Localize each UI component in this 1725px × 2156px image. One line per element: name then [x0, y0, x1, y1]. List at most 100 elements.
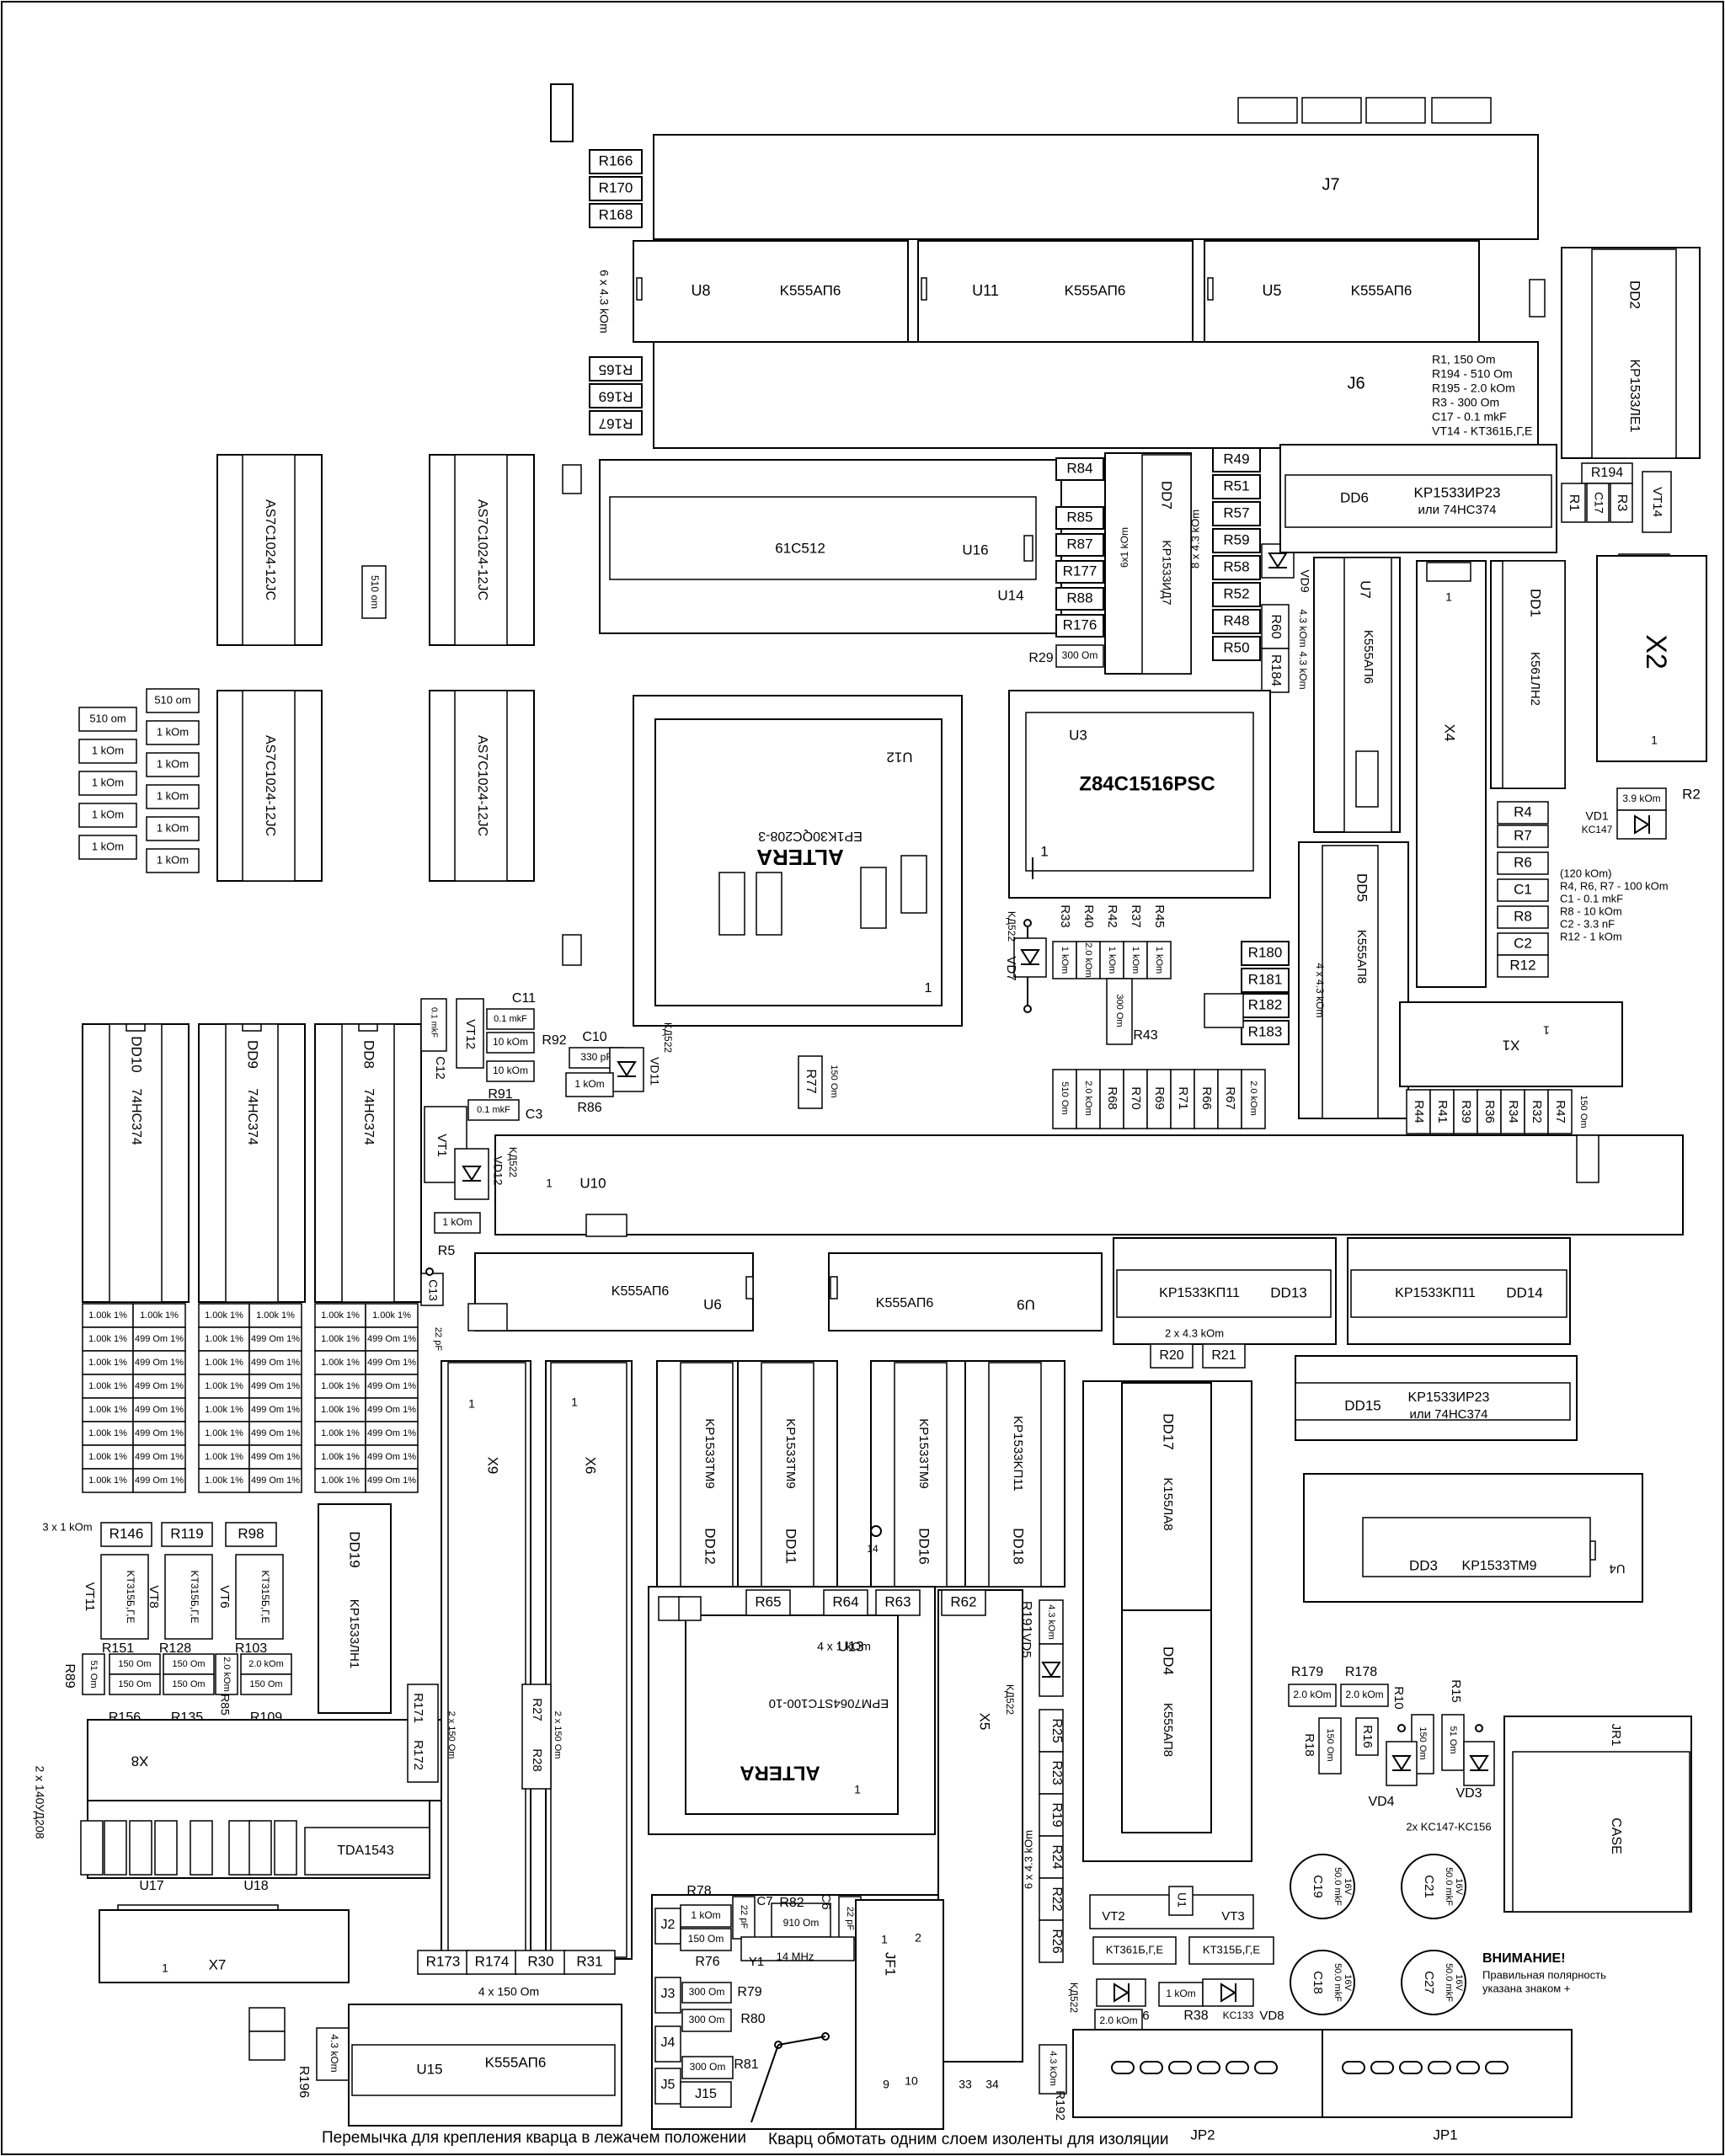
res-net-value: 499 Om 1%: [135, 1428, 184, 1438]
resistor-value: 150 Om: [1578, 1095, 1589, 1128]
ic-ref: U7: [1358, 580, 1374, 599]
resistor-r62: [941, 1589, 986, 1616]
ic-part: 61C512: [775, 540, 825, 556]
res-net-value: 499 Om 1%: [367, 1452, 416, 1462]
resistor-label: R22: [1049, 1886, 1064, 1911]
ic-part: Z84C1516PSC: [1079, 772, 1215, 795]
res-net: [365, 1326, 419, 1352]
resistor-R183: [1241, 1020, 1290, 1045]
resistor-label: R146: [109, 1525, 144, 1541]
resistor-R166: [589, 149, 643, 174]
resistor-label: R98: [238, 1525, 264, 1541]
brand-label: ALTERA: [740, 1762, 820, 1785]
res-net-value: 1.00k 1%: [256, 1310, 295, 1321]
res-net-value: 1.00k 1%: [88, 1428, 127, 1438]
res-net: [248, 1350, 302, 1375]
resistor-label: R78: [686, 1884, 711, 1898]
resistor-r29: [1055, 644, 1104, 668]
diode-ref: VD7: [1004, 956, 1018, 980]
component-r8: [1497, 905, 1549, 929]
note-2x43: 2 x 4.3 kOm: [1165, 1326, 1224, 1339]
resistor-label: R45: [1152, 905, 1167, 928]
resistor-R34: [1500, 1089, 1525, 1134]
note-6x43: 6 x 4.3 kOm: [597, 270, 611, 333]
diode-ref: VD5: [1019, 1633, 1033, 1657]
jumper-0: [654, 1908, 681, 1945]
quartz-note: Кварц обмотать одним слоем изоленты для …: [768, 2131, 1169, 2148]
opamp-pin-5: [228, 1820, 252, 1876]
resistor-value: 4.3 kOm: [1048, 2051, 1058, 2086]
transistor-part: KT315Б,Г,E: [125, 1571, 136, 1624]
cap-value: 0.1 mkF: [477, 1105, 510, 1115]
note: 6x1 kOm: [1119, 527, 1130, 568]
connector-x8: [87, 1719, 442, 1801]
diode-vd1: [1616, 809, 1667, 840]
diode-symbol: [1114, 1983, 1130, 2003]
ic-part: K555AП6: [485, 2054, 547, 2070]
ic-dd3-body: [1362, 1517, 1591, 1577]
res-net-value: 499 Om 1%: [367, 1476, 416, 1486]
resistor-r18: [1318, 1717, 1342, 1774]
jumper-2: [654, 2025, 681, 2063]
header-pad-1: [1301, 97, 1362, 124]
res-net: [365, 1444, 419, 1470]
resistor-label: R66: [1199, 1086, 1214, 1110]
resistor-label: R70: [1129, 1086, 1143, 1110]
ic-ref: DD19: [347, 1531, 363, 1567]
transistor-part: KT315Б,Г,E: [259, 1571, 271, 1624]
opamp-pin-2: [129, 1820, 152, 1876]
resistor-value: 10 kOm: [493, 1036, 528, 1048]
j6-note: R194 - 510 Om: [1432, 367, 1513, 381]
ic-dd8-body: [341, 1023, 395, 1303]
pin-label: 33: [959, 2078, 972, 2091]
resistor-r98: [225, 1522, 277, 1547]
resistor-R169: [589, 383, 643, 408]
resistor-label: R52: [1223, 585, 1249, 601]
resistor-label: R194: [1591, 466, 1623, 480]
resistor-value: 10 kOm: [493, 1065, 528, 1076]
resistor-label: R77: [804, 1069, 818, 1093]
resistor-label: R3: [1615, 494, 1629, 512]
resistor-label: R128: [159, 1641, 191, 1656]
header-pad-3: [1431, 97, 1492, 124]
transistor-vt2: [1092, 1936, 1177, 1965]
jr1-body: [1512, 1751, 1690, 1913]
ic-dd11-body: [761, 1362, 814, 1588]
resistor: [146, 752, 200, 777]
res-net: [248, 1303, 302, 1328]
component-label: C1: [1514, 881, 1532, 897]
res-net: [248, 1444, 302, 1470]
pin-label: 1: [468, 1397, 475, 1411]
cap-c17: [1586, 483, 1610, 523]
note-2x140: 2 x 140УД208: [33, 1765, 46, 1838]
resistor-value: 910 Om: [783, 1917, 820, 1929]
resistor-value: 150 Om: [1418, 1726, 1428, 1759]
res-net-value: 499 Om 1%: [367, 1334, 416, 1344]
test-point: [1475, 1724, 1483, 1732]
resistor-label: R40: [1081, 905, 1096, 928]
ic-ref: U18: [243, 1879, 268, 1893]
resistor-r81: [681, 2056, 734, 2079]
ic-ref: U11: [972, 282, 999, 299]
resistor-label: R18: [1302, 1733, 1316, 1757]
resistor-label: R85: [218, 1694, 232, 1716]
resistor-label: R47: [1553, 1100, 1567, 1123]
ic-part: AS7C1024-12JC: [263, 499, 277, 600]
opamp-pin-1: [104, 1820, 127, 1876]
resistor-label: R168: [599, 206, 633, 222]
resistors-r171-r172: [407, 1684, 439, 1783]
resistor-R75: [1052, 1069, 1077, 1129]
resistor-r16: [1355, 1717, 1379, 1756]
diode-ref: VD12: [491, 1155, 505, 1185]
opamp-pin-4: [190, 1820, 213, 1876]
x6-inner: [550, 1362, 628, 1958]
ic-part: K555AП6: [780, 282, 841, 298]
transistor-part: KT315Б,Г,E: [189, 1571, 200, 1624]
ic-ref: U13: [837, 1638, 863, 1654]
ic-sram-body: [454, 690, 508, 882]
resistor-label: R166: [599, 152, 633, 168]
ic-notch: [830, 1276, 838, 1299]
ic-part: KP1533KП11: [1159, 1286, 1240, 1300]
resistor-value: 1 kOm: [1130, 947, 1140, 974]
ic-part: KP1533ЛE1: [1627, 359, 1642, 432]
